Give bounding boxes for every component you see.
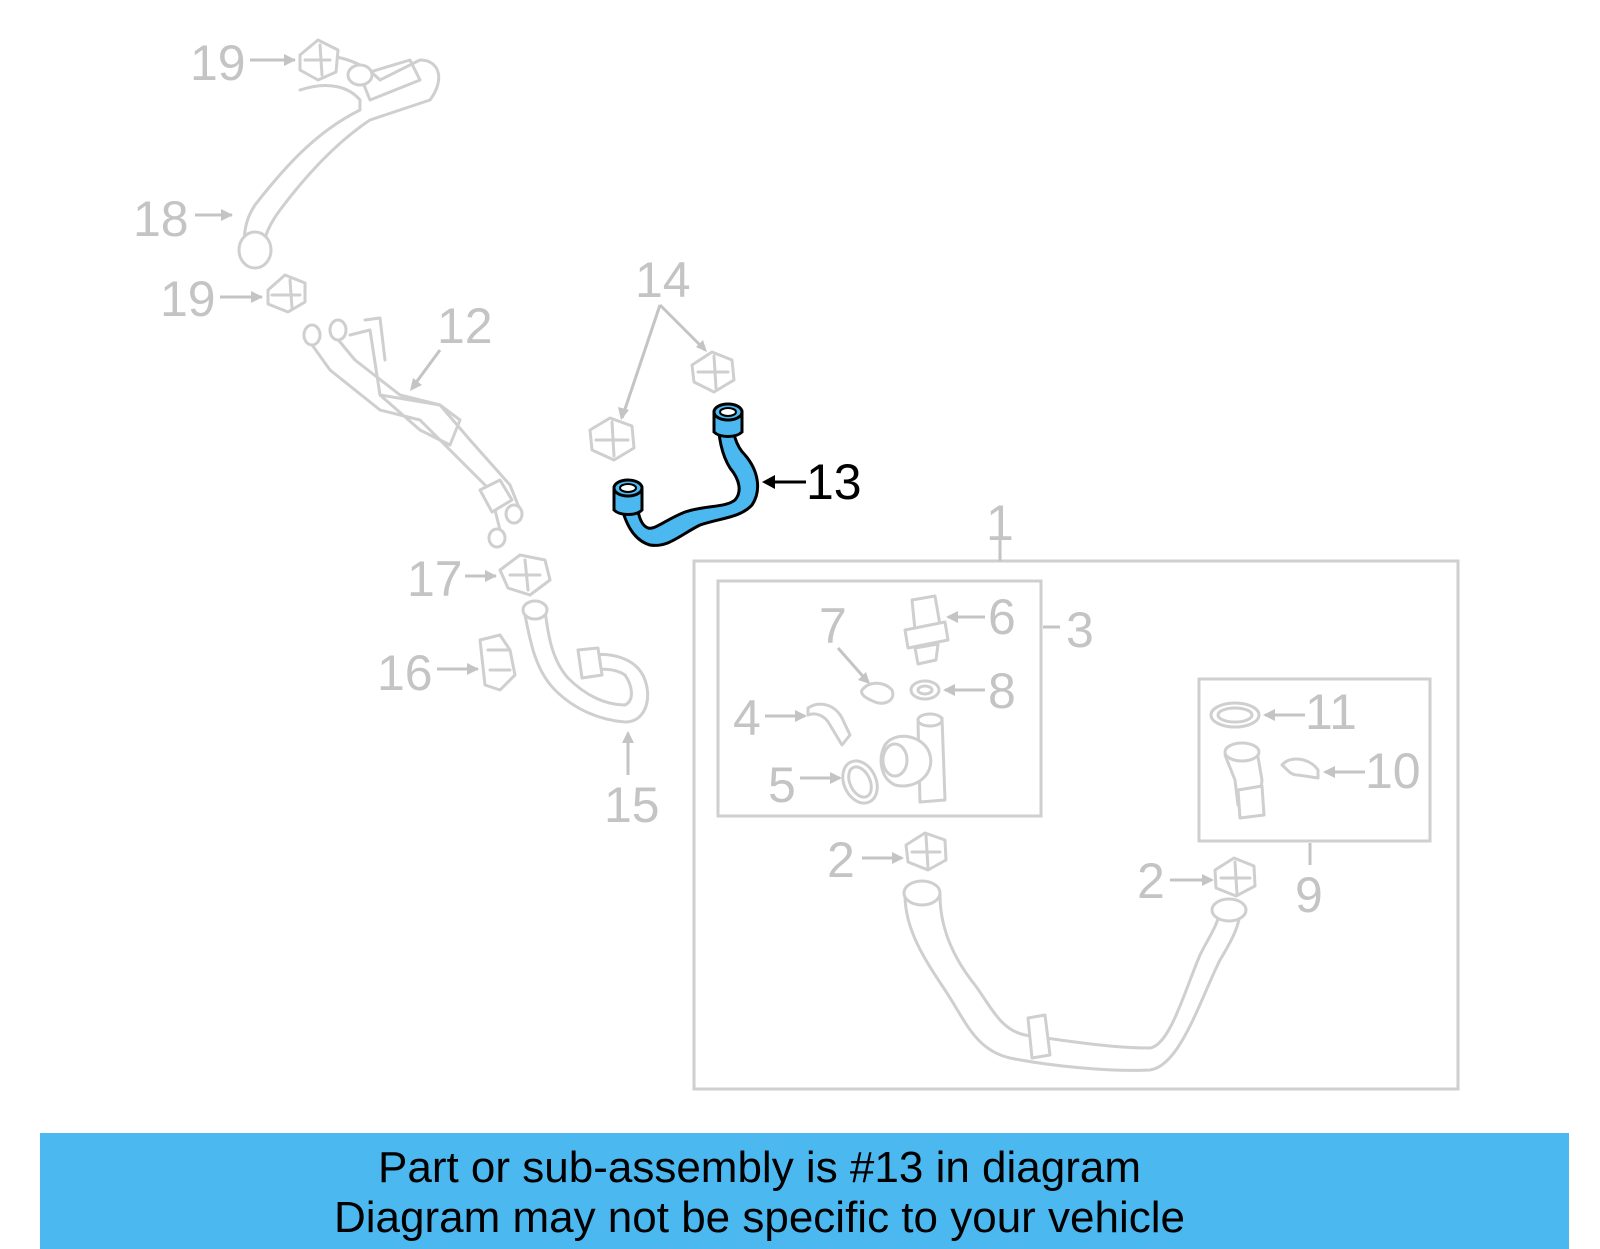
part-5-oring[interactable] — [836, 755, 884, 808]
part-11-oring[interactable] — [1209, 701, 1261, 729]
callout-7: 7 — [819, 598, 847, 654]
part-2-clamp-right[interactable] — [1213, 856, 1257, 898]
part-2-clamp-left[interactable] — [904, 831, 948, 872]
callout-13-selected[interactable]: 13 — [806, 454, 862, 510]
part-14-clamp-left[interactable] — [588, 416, 636, 462]
info-banner: Part or sub-assembly is #13 in diagram D… — [40, 1133, 1569, 1249]
callout-4: 4 — [733, 690, 761, 746]
callout-3: 3 — [1066, 602, 1094, 658]
callout-17: 17 — [407, 551, 463, 607]
callout-15: 15 — [604, 777, 660, 833]
part-19-clamp-lower[interactable] — [266, 273, 307, 314]
part-8-oring[interactable] — [909, 679, 941, 701]
part-12-pipe-assembly[interactable] — [302, 316, 524, 549]
banner-line-disclaimer: Diagram may not be specific to your vehi… — [333, 1193, 1186, 1242]
callout-12: 12 — [437, 298, 493, 354]
part-7-clip[interactable] — [860, 681, 895, 705]
lower-hose[interactable] — [902, 879, 1248, 1072]
assembly-9-box — [1197, 677, 1432, 843]
leader-lines — [195, 58, 1365, 882]
leader-arrowheads — [221, 54, 1335, 886]
callout-9: 9 — [1295, 867, 1323, 923]
callout-19-top: 19 — [190, 35, 246, 91]
part-18-upper-pipe[interactable] — [237, 54, 441, 270]
callout-2-right: 2 — [1137, 853, 1165, 909]
banner-line-part: Part or sub-assembly is #13 in diagram — [378, 1143, 1141, 1192]
part-6-sensor[interactable] — [903, 594, 950, 666]
callout-5: 5 — [768, 757, 796, 813]
part-14-clamp-right[interactable] — [690, 350, 736, 394]
part-17-clamp[interactable] — [498, 553, 552, 597]
leader-arrowhead-13 — [762, 475, 775, 489]
part-15-hose[interactable] — [521, 599, 650, 724]
callout-16: 16 — [377, 645, 433, 701]
part-19-clamp-top[interactable] — [298, 38, 340, 82]
callout-6: 6 — [988, 589, 1016, 645]
part-13-hose-highlighted[interactable] — [612, 402, 760, 547]
callout-19-lower: 19 — [160, 271, 216, 327]
part-4-clip[interactable] — [806, 702, 852, 747]
callout-14: 14 — [635, 252, 691, 308]
callout-2-left: 2 — [827, 832, 855, 888]
callout-18: 18 — [133, 191, 189, 247]
callout-11: 11 — [1305, 684, 1357, 740]
part-10-clip[interactable] — [1280, 757, 1320, 780]
part-3-housing[interactable] — [879, 712, 947, 804]
assembly-1-box — [692, 559, 1460, 1091]
assembly-3-box — [716, 579, 1043, 818]
part-16-clamp[interactable] — [478, 633, 517, 692]
part-9-fitting[interactable] — [1223, 741, 1266, 820]
callout-10: 10 — [1365, 743, 1421, 799]
callout-1: 1 — [986, 495, 1014, 551]
callout-8: 8 — [988, 663, 1016, 719]
